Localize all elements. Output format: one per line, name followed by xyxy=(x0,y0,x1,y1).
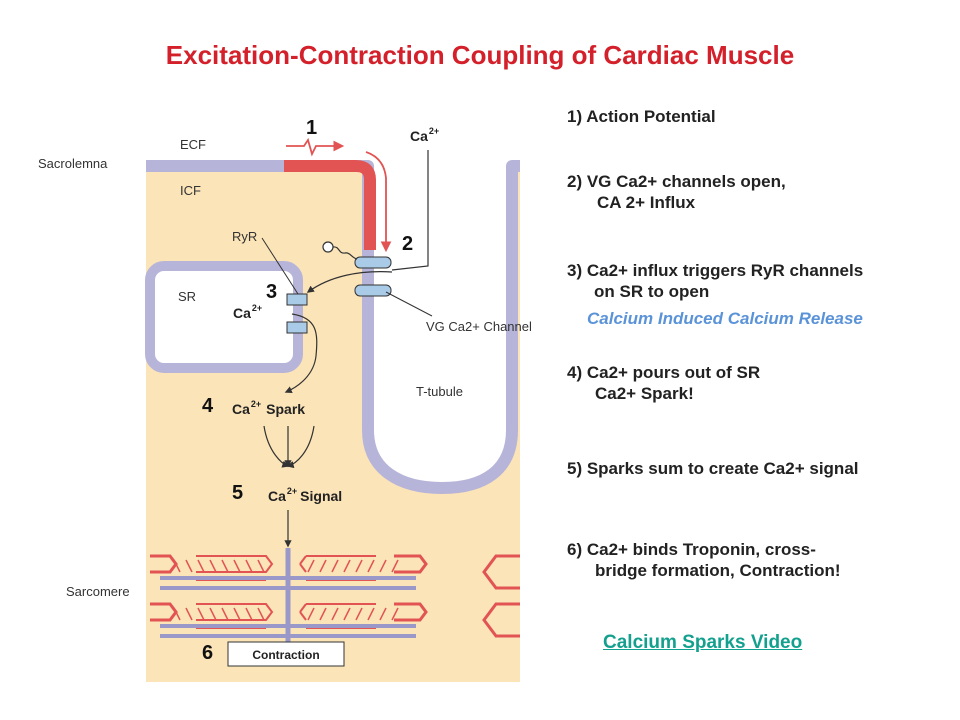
sarcoplasmic-reticulum xyxy=(145,261,303,373)
ecf-label: ECF xyxy=(180,137,206,152)
vg-channel-bottom xyxy=(354,284,392,297)
step-6-text: 6) Ca2+ binds Troponin, cross- bridge fo… xyxy=(567,539,841,581)
contraction-box xyxy=(227,641,345,667)
sarcomere-label: Sarcomere xyxy=(66,584,130,599)
vg-channel-label: VG Ca2+ Channel xyxy=(426,319,532,334)
step-4-line2: Ca2+ Spark! xyxy=(595,384,694,403)
slide-title: Excitation-Contraction Coupling of Cardi… xyxy=(165,40,795,70)
step-2-text: 2) VG Ca2+ channels open, CA 2+ Influx xyxy=(567,171,786,213)
step-6-line2: bridge formation, Contraction! xyxy=(595,561,841,580)
step-2-line2: CA 2+ Influx xyxy=(597,193,696,212)
sarcomere xyxy=(150,548,520,660)
contraction-label: Contraction xyxy=(252,648,319,662)
ca-extracellular-label: Ca2+ xyxy=(410,126,439,144)
sarcolemma-membrane xyxy=(146,160,520,494)
sacrolemma-label: Sacrolemna xyxy=(38,156,108,171)
step-3-text: 3) Ca2+ influx triggers RyR channels on … xyxy=(567,260,863,302)
step-number-3: 3 xyxy=(266,281,277,303)
step-number-1: 1 xyxy=(306,117,317,139)
icf-label: ICF xyxy=(180,183,201,198)
step-2-line1: 2) VG Ca2+ channels open, xyxy=(567,172,786,191)
channel-gate-ball xyxy=(322,241,334,253)
step-number-5: 5 xyxy=(232,482,243,504)
action-potential-membrane xyxy=(284,160,376,250)
ca-signal-label: Ca2+Signal xyxy=(268,486,342,504)
step-5-line1: 5) Sparks sum to create Ca2+ signal xyxy=(567,459,859,478)
step-3-line2: on SR to open xyxy=(594,282,710,301)
step-number-4: 4 xyxy=(202,395,214,417)
vg-channel-top xyxy=(354,256,392,269)
ryr-label: RyR xyxy=(232,229,257,244)
step-5-text: 5) Sparks sum to create Ca2+ signal xyxy=(567,458,859,479)
cicr-label: Calcium Induced Calcium Release xyxy=(587,309,863,328)
calcium-sparks-video-link[interactable]: Calcium Sparks Video xyxy=(603,632,803,653)
ryr-channel-top xyxy=(286,293,308,306)
step-3-line1: 3) Ca2+ influx triggers RyR channels xyxy=(567,261,864,280)
action-potential-arrow xyxy=(286,137,345,157)
sr-release-arrow xyxy=(284,313,318,394)
ca-sr-label: Ca2+ xyxy=(233,303,262,321)
step-6-line1: 6) Ca2+ binds Troponin, cross- xyxy=(567,540,816,559)
step-1-text: 1) Action Potential xyxy=(567,106,716,127)
ca-influx-arrow xyxy=(306,271,393,293)
t-tubule-label: T-tubule xyxy=(416,384,463,399)
step-1-line1: 1) Action Potential xyxy=(567,107,716,126)
sr-label: SR xyxy=(178,289,196,304)
ryr-channel-bottom xyxy=(286,321,308,334)
step-4-text: 4) Ca2+ pours out of SR Ca2+ Spark! xyxy=(567,362,760,404)
step-4-line1: 4) Ca2+ pours out of SR xyxy=(567,363,761,382)
step-number-2: 2 xyxy=(402,233,413,255)
ca-spark-label: Ca2+Spark xyxy=(232,399,305,417)
step-number-6: 6 xyxy=(202,642,213,664)
